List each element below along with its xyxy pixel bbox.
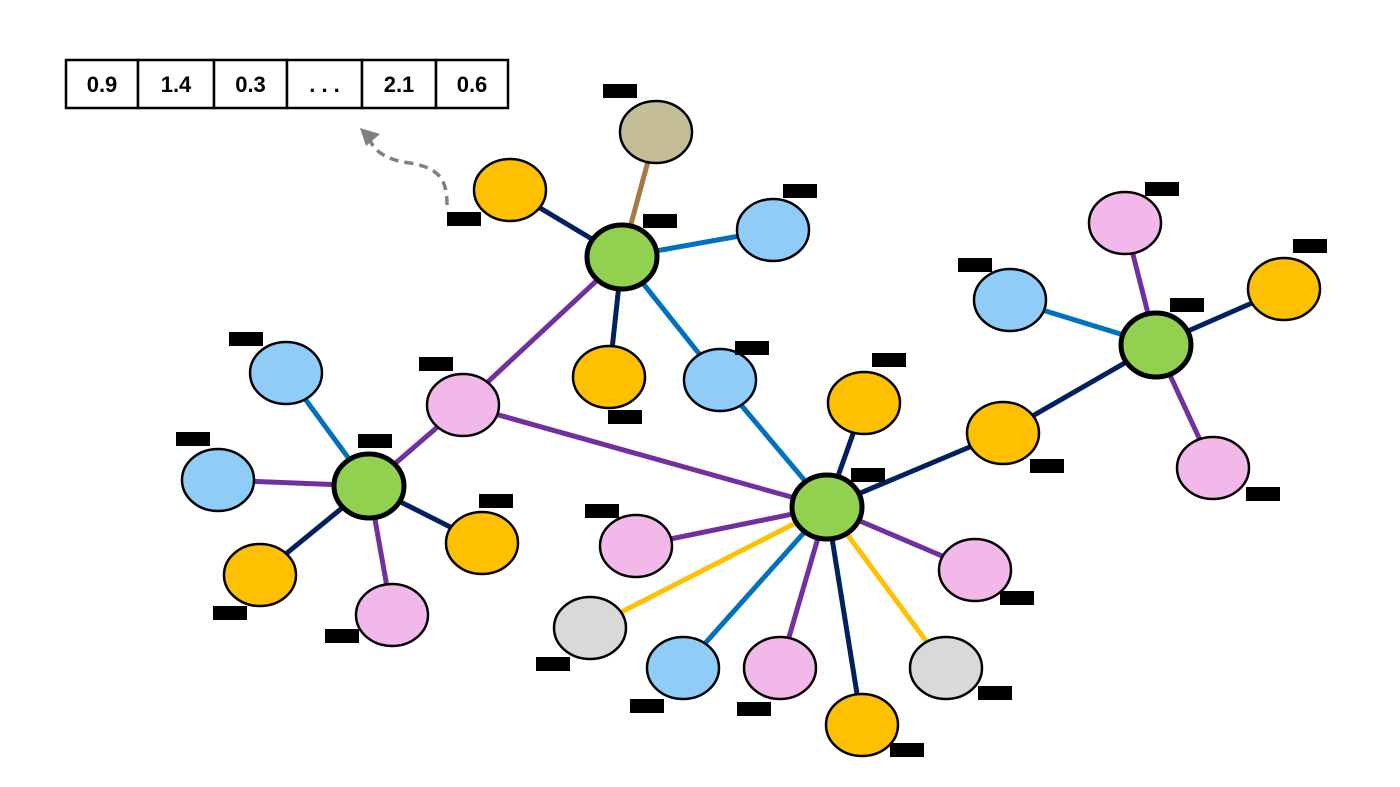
vector-cell-value: 1.4	[161, 72, 192, 97]
vector-cell: 1.4	[136, 58, 216, 110]
redacted-label	[213, 606, 247, 620]
redacted-label	[958, 258, 992, 272]
redacted-label	[447, 212, 481, 226]
redacted-label	[176, 432, 210, 446]
vector-cell-box	[64, 58, 140, 110]
redacted-label	[479, 494, 513, 508]
vector-cell-value: . . .	[309, 72, 340, 97]
orange-node	[444, 510, 520, 576]
redacted-label	[358, 434, 392, 448]
redacted-label	[890, 743, 924, 757]
redacted-label	[1293, 239, 1327, 253]
redacted-label	[229, 332, 263, 346]
graph-edge	[824, 504, 865, 728]
redacted-label	[851, 468, 885, 482]
node-labels	[176, 84, 1327, 757]
redacted-label	[325, 629, 359, 643]
redacted-label	[585, 504, 619, 518]
hub-node	[789, 472, 865, 542]
embedding-arrow-path	[366, 134, 449, 206]
redacted-label	[1030, 459, 1064, 473]
orange-node	[824, 692, 900, 758]
redacted-label	[608, 410, 642, 424]
redacted-label	[737, 702, 771, 716]
vector-cell: 0.3	[212, 58, 289, 110]
pink-node	[742, 635, 818, 701]
blue-node	[645, 635, 721, 701]
redacted-label	[536, 657, 570, 671]
redacted-label	[1145, 182, 1179, 196]
vector-cell-box	[360, 58, 438, 110]
redacted-label	[735, 341, 769, 355]
hub-node	[1118, 310, 1194, 380]
pink-node	[354, 582, 430, 648]
blue-node	[682, 347, 758, 413]
redacted-label	[978, 686, 1012, 700]
orange-node	[1246, 256, 1322, 322]
embedding-arrow-head	[360, 128, 380, 146]
blue-node	[248, 340, 324, 406]
orange-node	[571, 344, 647, 410]
pink-node	[1087, 190, 1163, 256]
vector-cell: 0.6	[434, 58, 510, 110]
gray-node	[908, 635, 984, 701]
graph-edge	[460, 254, 625, 408]
pink-node	[1175, 435, 1251, 501]
vector-cell-value: 0.9	[87, 72, 118, 97]
pink-node	[598, 513, 674, 579]
pink-node	[937, 537, 1013, 603]
blue-node	[735, 197, 811, 263]
vector-cell: . . .	[285, 58, 364, 110]
vector-cell-box	[434, 58, 510, 110]
gray-node	[552, 595, 628, 661]
orange-node	[472, 157, 548, 223]
tan-node	[618, 99, 694, 165]
vector-cell-value: 0.3	[235, 72, 266, 97]
pink-node	[425, 372, 501, 438]
blue-node	[972, 267, 1048, 333]
graph-edge	[680, 504, 830, 671]
redacted-label	[419, 357, 453, 371]
graph-edge	[460, 402, 830, 510]
vector-cell: 2.1	[360, 58, 438, 110]
orange-node	[222, 542, 298, 608]
graph-nodes	[180, 99, 1322, 758]
blue-node	[180, 447, 256, 513]
redacted-label	[630, 699, 664, 713]
hub-node	[584, 222, 660, 292]
vector-cell: 0.9	[64, 58, 140, 110]
orange-node	[965, 400, 1041, 466]
redacted-label	[872, 353, 906, 367]
redacted-label	[603, 84, 637, 98]
orange-node	[826, 370, 902, 436]
redacted-label	[1170, 298, 1204, 312]
vector-cell-value: 2.1	[384, 72, 415, 97]
graph-edge	[587, 504, 830, 631]
embedding-arrow	[360, 128, 449, 206]
feature-vector-table: 0.9 1.4 0.3 . . . 2.1 0.6	[64, 58, 510, 110]
redacted-label	[643, 214, 677, 228]
redacted-label	[1246, 487, 1280, 501]
vector-cell-box	[212, 58, 289, 110]
redacted-label	[783, 184, 817, 198]
hub-node	[331, 451, 407, 521]
vector-cell-value: 0.6	[457, 72, 488, 97]
redacted-label	[1000, 591, 1034, 605]
vector-cell-box	[136, 58, 216, 110]
